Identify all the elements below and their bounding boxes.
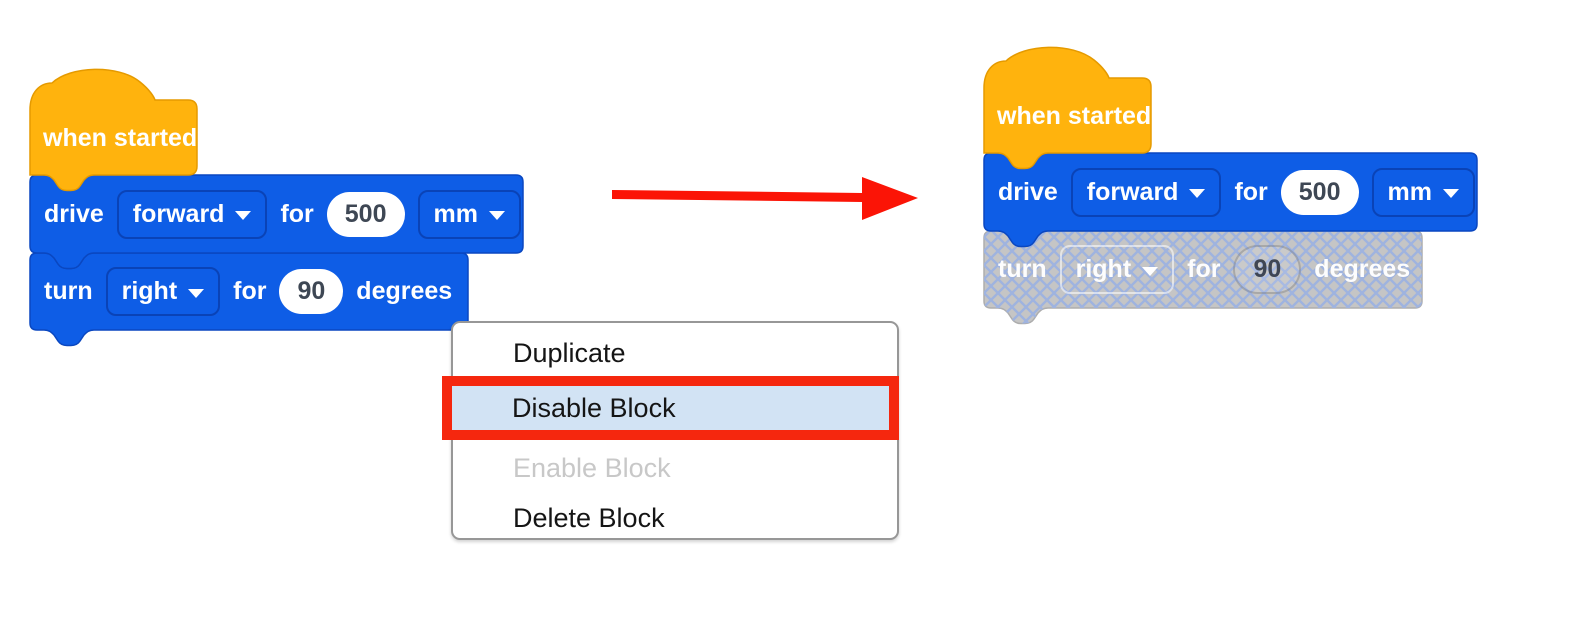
turn-label: turn xyxy=(998,255,1047,283)
hat-block-shape xyxy=(29,68,198,192)
block-stack-after: when started drive forward for 500 mm tu… xyxy=(983,46,1494,348)
chevron-down-icon xyxy=(235,211,252,220)
for-label: for xyxy=(1187,255,1221,283)
distance-input[interactable]: 500 xyxy=(1280,169,1359,215)
drive-block[interactable]: drive forward for 500 mm xyxy=(998,153,1475,231)
turn-block-disabled[interactable]: turn right for 90 degrees xyxy=(998,231,1410,308)
direction-dropdown[interactable]: forward xyxy=(116,189,268,239)
for-label: for xyxy=(280,199,314,228)
turn-block[interactable]: turn right for 90 degrees xyxy=(44,253,452,330)
drive-label: drive xyxy=(998,177,1058,206)
chevron-down-icon xyxy=(1189,189,1206,198)
direction-dropdown[interactable]: forward xyxy=(1070,167,1222,217)
hat-label: when started xyxy=(997,101,1152,130)
menu-item-disable-block[interactable]: Disable Block xyxy=(442,376,899,440)
angle-input[interactable]: 90 xyxy=(1233,245,1302,294)
angle-input[interactable]: 90 xyxy=(279,269,344,314)
menu-item-delete-block[interactable]: Delete Block xyxy=(513,502,665,533)
hat-label: when started xyxy=(43,123,198,152)
chevron-down-icon xyxy=(188,288,205,298)
chevron-down-icon xyxy=(1142,266,1159,276)
when-started-block[interactable]: when started xyxy=(997,80,1151,152)
for-label: for xyxy=(233,277,267,305)
unit-dropdown[interactable]: mm xyxy=(1371,167,1475,217)
degrees-label: degrees xyxy=(356,277,453,305)
turn-block-hatch-overlay xyxy=(984,231,1422,324)
red-arrow-icon xyxy=(612,177,918,220)
block-shapes xyxy=(983,46,1478,325)
block-stack-before: when started drive forward for 500 mm tu… xyxy=(29,68,540,370)
chevron-down-icon xyxy=(1442,189,1459,198)
when-started-block[interactable]: when started xyxy=(43,102,197,174)
drive-label: drive xyxy=(44,199,104,228)
degrees-label: degrees xyxy=(1314,255,1411,283)
unit-dropdown[interactable]: mm xyxy=(417,189,521,239)
turn-direction-dropdown[interactable]: right xyxy=(105,267,221,316)
hat-block-shape xyxy=(983,46,1152,170)
for-label: for xyxy=(1234,177,1268,206)
menu-item-enable-block[interactable]: Enable Block xyxy=(513,452,671,483)
drive-block[interactable]: drive forward for 500 mm xyxy=(44,175,521,253)
distance-input[interactable]: 500 xyxy=(326,191,405,237)
turn-label: turn xyxy=(44,277,93,305)
menu-item-duplicate[interactable]: Duplicate xyxy=(453,328,897,380)
turn-direction-dropdown[interactable]: right xyxy=(1059,245,1175,294)
chevron-down-icon xyxy=(488,211,505,220)
block-shapes xyxy=(29,68,524,347)
